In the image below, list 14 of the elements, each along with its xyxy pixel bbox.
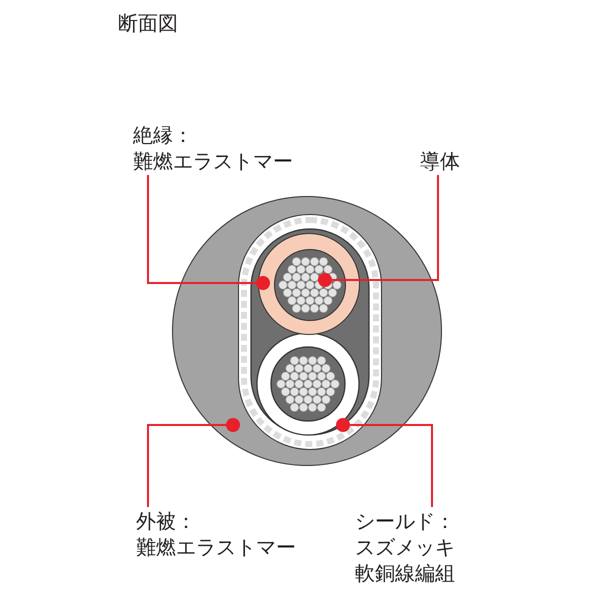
- leader-line: [147, 175, 270, 290]
- braided-shield: [238, 214, 382, 450]
- callout-text: スズメッキ軟銅線編組: [355, 534, 456, 586]
- diagram-title: 断面図: [118, 10, 178, 36]
- callout-text: 難燃エラストマー: [133, 148, 294, 174]
- callout-heading: 絶縁：: [133, 122, 194, 148]
- callout-text: 難燃エラストマー: [136, 534, 297, 560]
- conductor-strands: [274, 249, 346, 321]
- leader-line: [147, 418, 240, 507]
- leader-line: [336, 418, 433, 507]
- callout-heading: 外被：: [136, 508, 197, 534]
- callout-heading: 導体: [420, 148, 461, 174]
- callout-heading: シールド：: [355, 508, 456, 534]
- leader-line: [318, 175, 439, 287]
